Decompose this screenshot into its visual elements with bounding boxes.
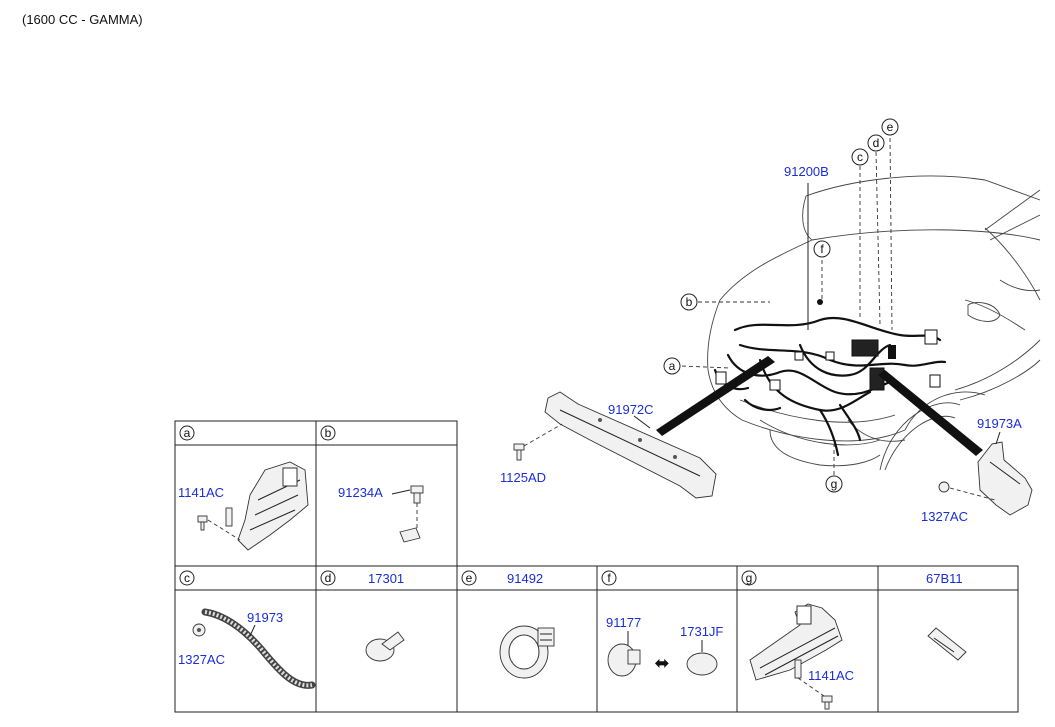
part-number-1141ac-g[interactable]: 1141AC xyxy=(808,668,854,683)
leader-sweep-right xyxy=(878,370,983,456)
svg-text:e: e xyxy=(887,120,894,134)
detail-cell-67b11: 67B11 xyxy=(926,571,967,661)
svg-text:c: c xyxy=(184,571,190,585)
callout-e[interactable]: e xyxy=(881,118,899,136)
svg-text:f: f xyxy=(820,242,824,256)
detail-cell-c: c 91973 1327AC xyxy=(178,570,316,689)
detail-title-67b11[interactable]: 67B11 xyxy=(926,571,963,586)
svg-text:g: g xyxy=(831,477,838,491)
svg-text:d: d xyxy=(873,136,880,150)
front-bracket xyxy=(544,391,717,499)
part-number-1327ac-c[interactable]: 1327AC xyxy=(178,652,225,667)
callout-a[interactable]: a xyxy=(663,357,681,375)
callout-d[interactable]: d xyxy=(867,134,885,152)
part-number-clip[interactable]: 1327AC xyxy=(921,509,968,524)
part-number-91234a[interactable]: 91234A xyxy=(338,485,383,500)
part-number-91177[interactable]: 91177 xyxy=(606,615,641,630)
svg-text:f: f xyxy=(607,571,611,585)
callout-c[interactable]: c xyxy=(851,148,869,166)
svg-text:a: a xyxy=(184,426,191,440)
clip-part xyxy=(938,481,950,493)
detail-cell-b: b 91234A xyxy=(320,425,424,543)
wiring-harness xyxy=(713,299,947,457)
part-number-1141ac-a[interactable]: 1141AC xyxy=(178,485,224,500)
part-number-bolt[interactable]: 1125AD xyxy=(500,470,546,485)
detail-cell-d: d 17301 xyxy=(320,570,405,662)
part-number-side-bracket[interactable]: 91973A xyxy=(977,416,1022,431)
svg-text:c: c xyxy=(857,150,863,164)
leader-sweep-left xyxy=(656,356,775,436)
callout-f[interactable]: f xyxy=(813,240,831,258)
detail-title-91492[interactable]: 91492 xyxy=(507,571,543,586)
interchange-arrow-icon: ⬌ xyxy=(654,653,669,673)
callout-b[interactable]: b xyxy=(680,293,698,311)
bolt-part xyxy=(513,443,525,461)
detail-title-17301[interactable]: 17301 xyxy=(368,571,404,586)
part-number-wiring-harness[interactable]: 91200B xyxy=(784,164,829,179)
part-number-1731jf[interactable]: 1731JF xyxy=(680,624,723,639)
svg-text:b: b xyxy=(325,426,332,440)
svg-text:b: b xyxy=(686,295,693,309)
detail-cell-g: g 1141AC xyxy=(741,570,854,710)
svg-text:e: e xyxy=(466,571,473,585)
detail-cell-f: f 91177 1731JF ⬌ xyxy=(601,570,723,677)
svg-text:g: g xyxy=(746,571,753,585)
part-number-front-bracket[interactable]: 91972C xyxy=(608,402,654,417)
part-number-91973[interactable]: 91973 xyxy=(247,610,283,625)
vehicle-outline xyxy=(707,175,1041,471)
svg-text:a: a xyxy=(669,359,676,373)
svg-text:d: d xyxy=(325,571,332,585)
detail-cell-e: e 91492 xyxy=(461,570,555,679)
callout-g[interactable]: g xyxy=(825,475,843,493)
detail-cell-a: a 1141AC xyxy=(178,425,309,551)
engine-variant-label: (1600 CC - GAMMA) xyxy=(22,12,143,27)
detail-table-grid xyxy=(174,420,1019,713)
side-bracket xyxy=(977,441,1033,516)
